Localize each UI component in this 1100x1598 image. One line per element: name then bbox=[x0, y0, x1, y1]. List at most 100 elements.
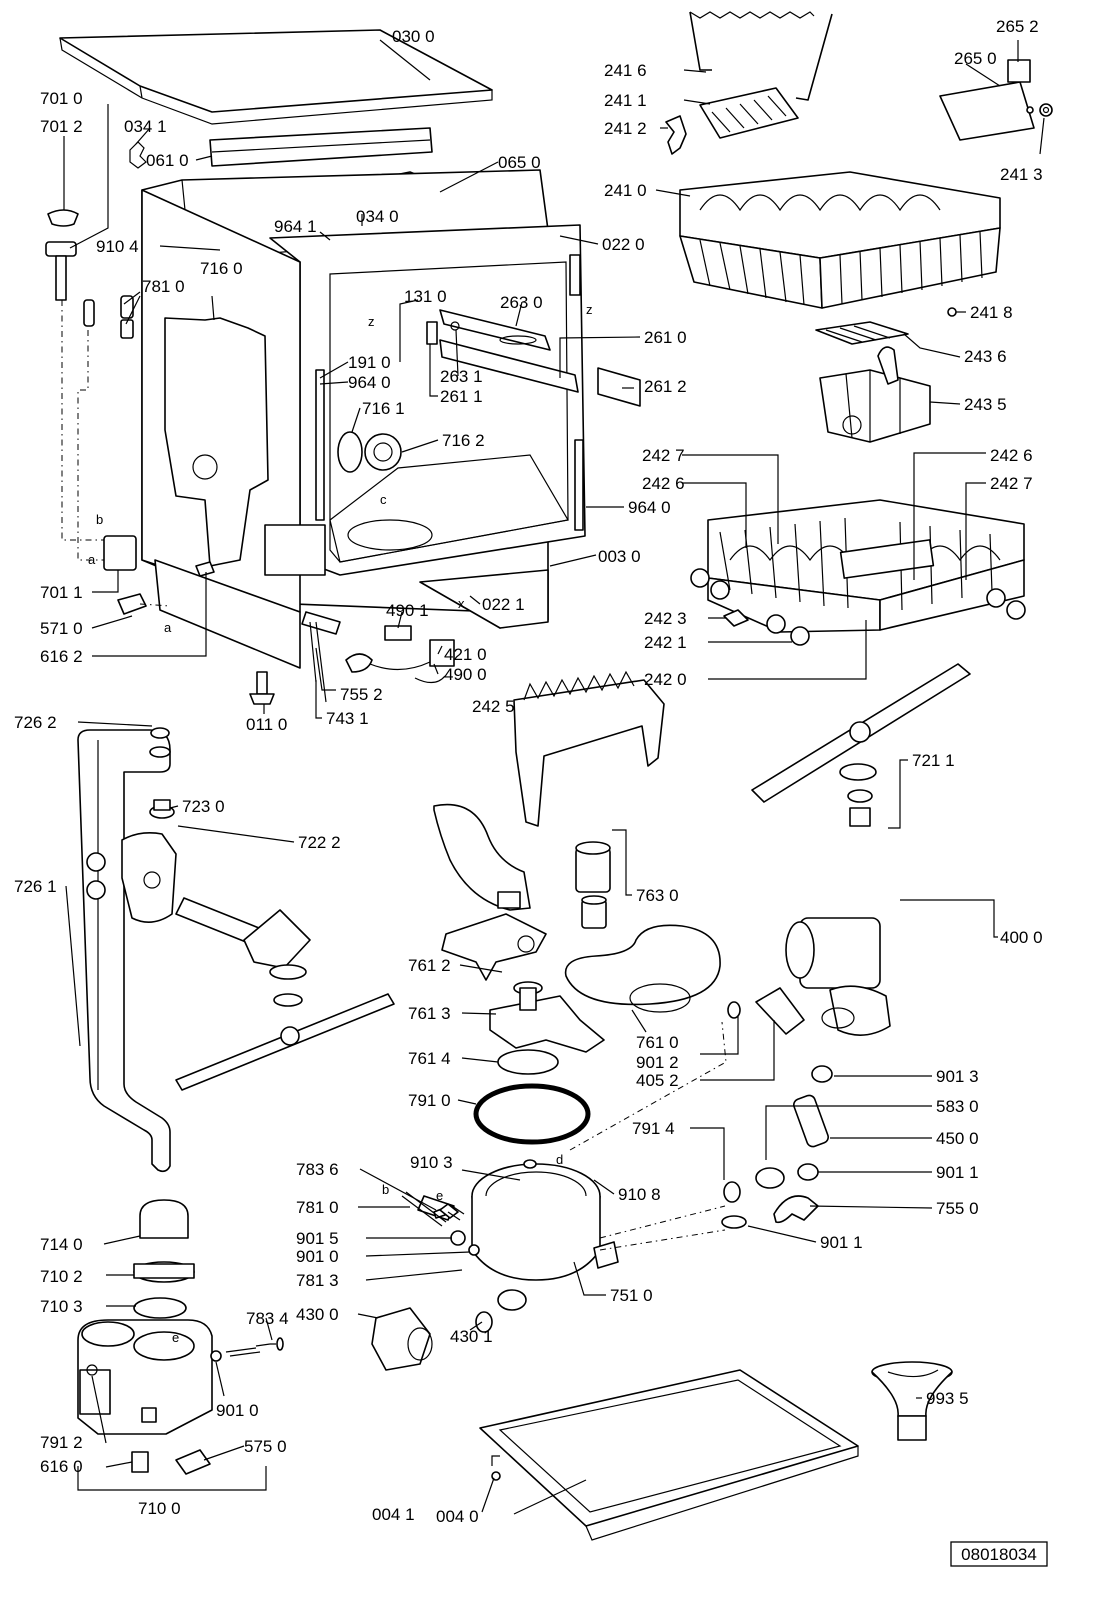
part-label-261-0: 261 0 bbox=[644, 328, 687, 347]
cabinet-drawing bbox=[141, 169, 586, 669]
part-label-726-1: 726 1 bbox=[14, 877, 57, 896]
part-label-421-0: 421 0 bbox=[444, 645, 487, 664]
salt-container-drawing bbox=[77, 1199, 284, 1475]
part-label-450-0: 450 0 bbox=[936, 1129, 979, 1148]
part-label-583-0: 583 0 bbox=[936, 1097, 979, 1116]
part-label-243-6: 243 6 bbox=[964, 347, 1007, 366]
part-label-004-0: 004 0 bbox=[436, 1507, 479, 1526]
part-label-901-3: 901 3 bbox=[936, 1067, 979, 1086]
part-label-065-0: 065 0 bbox=[498, 153, 541, 172]
part-label-761-0: 761 0 bbox=[636, 1033, 679, 1052]
part-label-901-0: 901 0 bbox=[296, 1247, 339, 1266]
assembly-mark-z: z bbox=[586, 302, 593, 317]
part-label-716-0: 716 0 bbox=[200, 259, 243, 278]
riser-tube-drawing bbox=[77, 727, 171, 1173]
assembly-mark-d: d bbox=[556, 1152, 563, 1167]
assembly-mark-e: e bbox=[172, 1330, 179, 1345]
left-side-parts-drawing bbox=[45, 209, 215, 615]
part-label-781-0: 781 0 bbox=[296, 1198, 339, 1217]
part-label-241-2: 241 2 bbox=[604, 119, 647, 138]
part-label-901-2: 901 2 bbox=[636, 1053, 679, 1072]
part-label-910-3: 910 3 bbox=[410, 1153, 453, 1172]
part-label-242-3: 242 3 bbox=[644, 609, 687, 628]
part-label-571-0: 571 0 bbox=[40, 619, 83, 638]
part-label-701-2: 701 2 bbox=[40, 117, 83, 136]
document-id-box: 08018034 bbox=[950, 1541, 1048, 1567]
part-label-743-1: 743 1 bbox=[326, 709, 369, 728]
part-label-400-0: 400 0 bbox=[1000, 928, 1043, 947]
assembly-mark-a: a bbox=[164, 620, 172, 635]
part-label-761-2: 761 2 bbox=[408, 956, 451, 975]
part-label-242-1: 242 1 bbox=[644, 633, 687, 652]
part-label-490-1: 490 1 bbox=[386, 601, 429, 620]
part-label-751-0: 751 0 bbox=[610, 1286, 653, 1305]
assembly-mark-c: c bbox=[380, 492, 387, 507]
part-label-761-4: 761 4 bbox=[408, 1049, 451, 1068]
part-label-061-0: 061 0 bbox=[146, 151, 189, 170]
part-label-030-0: 030 0 bbox=[392, 27, 435, 46]
leader-lines bbox=[63, 39, 1045, 1515]
upper-spray-arm-drawing bbox=[751, 663, 971, 827]
part-label-191-0: 191 0 bbox=[348, 353, 391, 372]
part-label-716-2: 716 2 bbox=[442, 431, 485, 450]
part-label-430-1: 430 1 bbox=[450, 1327, 493, 1346]
rails-drawing bbox=[426, 309, 641, 407]
insulation-strip-drawing bbox=[129, 127, 433, 169]
worktop-drawing bbox=[59, 29, 493, 125]
part-label-901-1: 901 1 bbox=[820, 1233, 863, 1252]
assembly-mark-b: b bbox=[382, 1182, 389, 1197]
part-label-783-6: 783 6 bbox=[296, 1160, 339, 1179]
part-label-261-2: 261 2 bbox=[644, 377, 687, 396]
part-label-490-0: 490 0 bbox=[444, 665, 487, 684]
part-label-263-0: 263 0 bbox=[500, 293, 543, 312]
part-label-714-0: 714 0 bbox=[40, 1235, 83, 1254]
part-label-241-1: 241 1 bbox=[604, 91, 647, 110]
assembly-mark-a: a bbox=[88, 552, 96, 567]
part-label-755-0: 755 0 bbox=[936, 1199, 979, 1218]
part-label-791-4: 791 4 bbox=[632, 1119, 675, 1138]
part-label-964-0: 964 0 bbox=[348, 373, 391, 392]
part-label-242-7: 242 7 bbox=[990, 474, 1033, 493]
part-label-910-4: 910 4 bbox=[96, 237, 139, 256]
part-label-022-0: 022 0 bbox=[602, 235, 645, 254]
part-label-701-0: 701 0 bbox=[40, 89, 83, 108]
part-label-242-6: 242 6 bbox=[642, 474, 685, 493]
part-label-242-6: 242 6 bbox=[990, 446, 1033, 465]
part-label-755-2: 755 2 bbox=[340, 685, 383, 704]
part-label-781-0: 781 0 bbox=[142, 277, 185, 296]
part-label-710-2: 710 2 bbox=[40, 1267, 83, 1286]
part-label-761-3: 761 3 bbox=[408, 1004, 451, 1023]
part-label-243-5: 243 5 bbox=[964, 395, 1007, 414]
part-label-405-2: 405 2 bbox=[636, 1071, 679, 1090]
part-label-131-0: 131 0 bbox=[404, 287, 447, 306]
part-label-710-0: 710 0 bbox=[138, 1499, 181, 1518]
part-label-781-3: 781 3 bbox=[296, 1271, 339, 1290]
plate-comb-drawing bbox=[513, 670, 665, 827]
part-label-022-1: 022 1 bbox=[482, 595, 525, 614]
part-label-763-0: 763 0 bbox=[636, 886, 679, 905]
part-label-263-1: 263 1 bbox=[440, 367, 483, 386]
part-label-791-2: 791 2 bbox=[40, 1433, 83, 1452]
part-label-701-1: 701 1 bbox=[40, 583, 83, 602]
part-label-783-4: 783 4 bbox=[246, 1309, 289, 1328]
lower-basket-drawing bbox=[690, 499, 1026, 646]
assembly-mark-z: z bbox=[368, 314, 375, 329]
part-label-003-0: 003 0 bbox=[598, 547, 641, 566]
part-label-791-0: 791 0 bbox=[408, 1091, 451, 1110]
part-label-265-0: 265 0 bbox=[954, 49, 997, 68]
part-label-034-1: 034 1 bbox=[124, 117, 167, 136]
part-label-721-1: 721 1 bbox=[912, 751, 955, 770]
cutlery-basket-drawing bbox=[815, 321, 931, 443]
part-label-716-1: 716 1 bbox=[362, 399, 405, 418]
part-label-242-7: 242 7 bbox=[642, 446, 685, 465]
motor-pump-drawing bbox=[721, 917, 891, 1229]
part-label-901-0: 901 0 bbox=[216, 1401, 259, 1420]
part-label-011-0: 011 0 bbox=[246, 715, 287, 734]
part-label-726-2: 726 2 bbox=[14, 713, 57, 732]
part-label-261-1: 261 1 bbox=[440, 387, 483, 406]
lower-spray-arm-drawing bbox=[121, 799, 395, 1091]
